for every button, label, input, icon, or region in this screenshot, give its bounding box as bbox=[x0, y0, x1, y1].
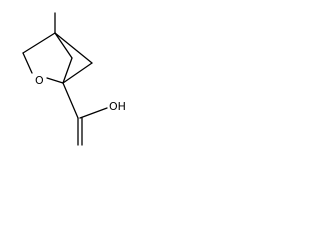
bond-bridgehead-to-carboxyl bbox=[62, 82, 79, 119]
bond-ch2-to-oxygen bbox=[22, 52, 33, 74]
bond-carboxyl-to-hydroxyl bbox=[79, 107, 108, 119]
bond-ch2-back-to-bridgehead bbox=[62, 57, 73, 84]
bond-bridgehead-to-ch2-back bbox=[54, 32, 73, 59]
bond-bridgehead-to-ch2-left bbox=[22, 32, 56, 54]
ring-oxygen-label: O bbox=[35, 74, 44, 87]
hydroxyl-label: OH bbox=[109, 100, 126, 113]
bond-oxygen-to-bridgehead bbox=[46, 77, 64, 84]
bond-ch2-front-to-bridgehead bbox=[62, 62, 93, 84]
bond-bridgehead-to-ch2-front bbox=[54, 32, 93, 64]
chemical-structure: O OH bbox=[22, 12, 126, 146]
